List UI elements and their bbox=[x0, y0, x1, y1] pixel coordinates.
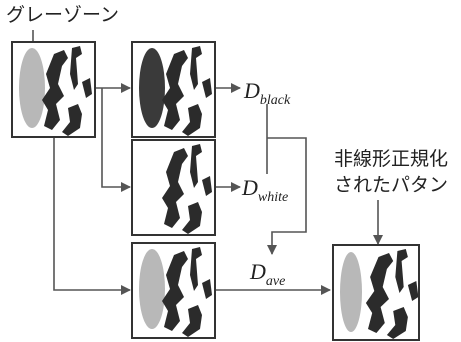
d-white-label: Dwhite bbox=[241, 175, 288, 205]
gray-zone-ellipse bbox=[19, 48, 45, 128]
panel-black bbox=[131, 41, 216, 138]
gray-zone-ellipse bbox=[340, 252, 362, 332]
panel-result bbox=[332, 244, 420, 341]
panel-average bbox=[131, 242, 216, 339]
d-black-label: Dblack bbox=[243, 78, 291, 108]
nonlinear-label-line1: 非線形正規化 bbox=[334, 148, 448, 170]
panel-original bbox=[11, 41, 96, 138]
d-ave-label: Dave bbox=[249, 259, 285, 289]
connectors bbox=[28, 30, 383, 295]
arrow-to-d-ave bbox=[267, 137, 307, 255]
arrow-to-white bbox=[101, 88, 131, 192]
black-zone-ellipse bbox=[139, 48, 165, 128]
panel-white bbox=[131, 139, 216, 236]
nonlinear-label-line2: されたパタン bbox=[334, 174, 448, 196]
arrow-to-average bbox=[53, 137, 131, 295]
gray-zone-ellipse bbox=[139, 249, 165, 329]
gray-zone-label: グレーゾーン bbox=[6, 4, 119, 26]
